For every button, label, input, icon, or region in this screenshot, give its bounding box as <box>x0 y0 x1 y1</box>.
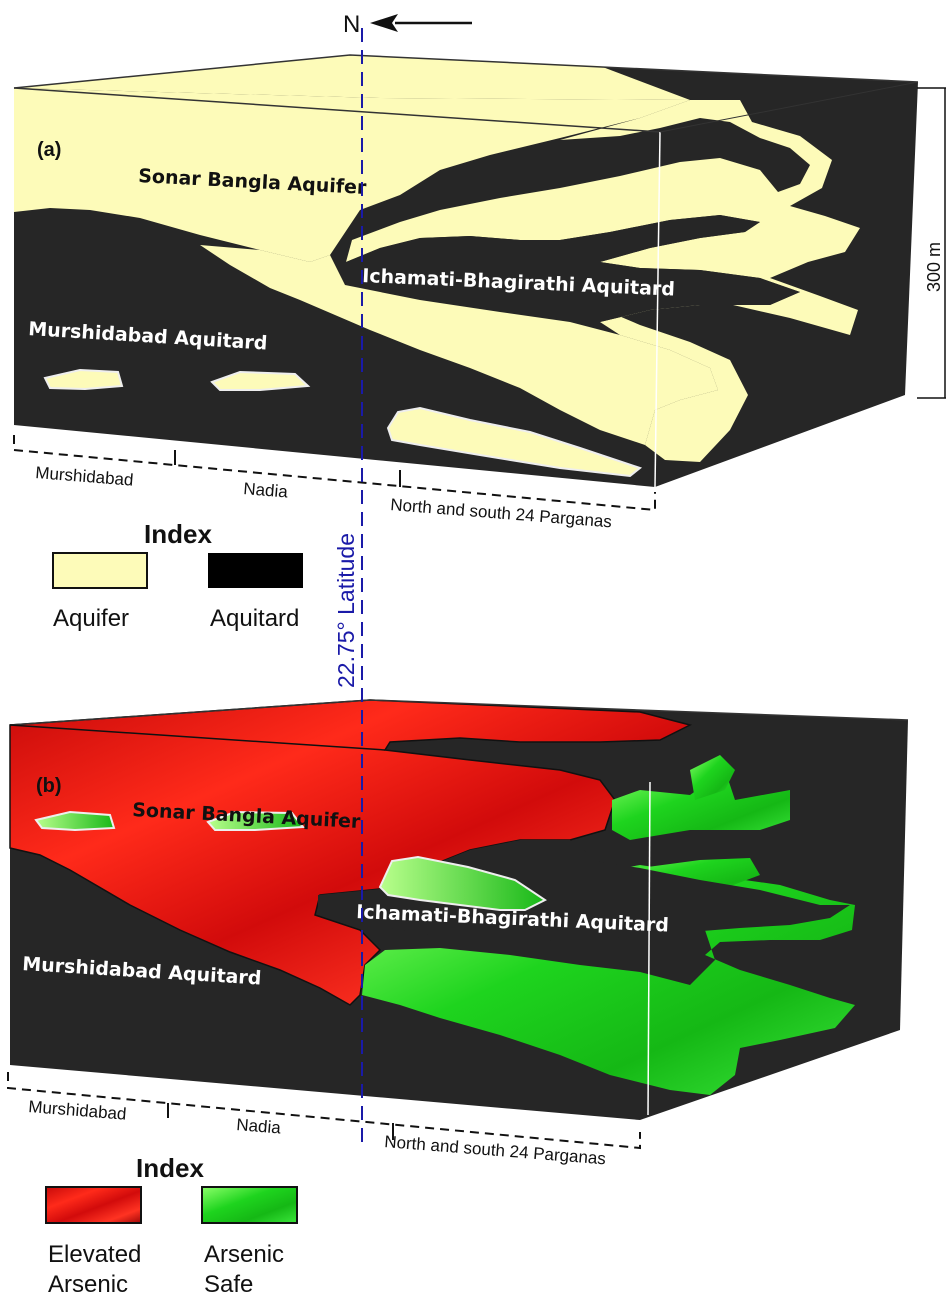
panel-a-district-murshidabad: Murshidabad <box>35 463 134 490</box>
scale-label: 300 m <box>924 242 944 292</box>
scale-bar: 300 m <box>917 88 946 398</box>
panel-a-district-24-parganas: North and south 24 Parganas <box>390 495 613 531</box>
north-label: N <box>343 11 360 38</box>
aquifer-legend-label: Aquifer <box>53 605 129 632</box>
arsenic-safe-swatch <box>202 1187 297 1223</box>
panel-a-district-nadia: Nadia <box>243 479 289 501</box>
elevated-arsenic-label-line2: Arsenic <box>48 1271 128 1298</box>
elevated-arsenic-swatch <box>46 1187 141 1223</box>
panel-a-index-title: Index <box>144 519 212 549</box>
panel-b-district-24-parganas: North and south 24 Parganas <box>384 1132 607 1168</box>
panel-b-index-title: Index <box>136 1153 204 1183</box>
panel-b-label: (b) <box>36 775 62 797</box>
arsenic-safe-label-line1: Arsenic <box>204 1241 284 1268</box>
elevated-arsenic-label-line1: Elevated <box>48 1241 141 1268</box>
panel-b-district-nadia: Nadia <box>236 1115 282 1137</box>
aquifer-swatch <box>53 553 147 588</box>
north-arrow-head-icon <box>370 14 398 32</box>
panel-a-label: (a) <box>37 139 61 161</box>
panel-b-block: (b) Sonar Bangla Aquifer Ichamati-Bhagir… <box>10 700 908 1120</box>
arsenic-safe-label-line2: Safe <box>204 1271 253 1298</box>
latitude-label: 22.75° Latitude <box>333 533 359 688</box>
aquitard-legend-label: Aquitard <box>210 605 299 632</box>
panel-a-index: Index Aquifer Aquitard <box>53 519 303 632</box>
panel-b-index: Index Elevated Arsenic Arsenic Safe <box>46 1153 297 1298</box>
panel-b-district-murshidabad: Murshidabad <box>28 1097 127 1124</box>
aquitard-swatch <box>208 553 303 588</box>
panel-a-block: (a) Sonar Bangla Aquifer Ichamati-Bhagir… <box>14 55 918 487</box>
